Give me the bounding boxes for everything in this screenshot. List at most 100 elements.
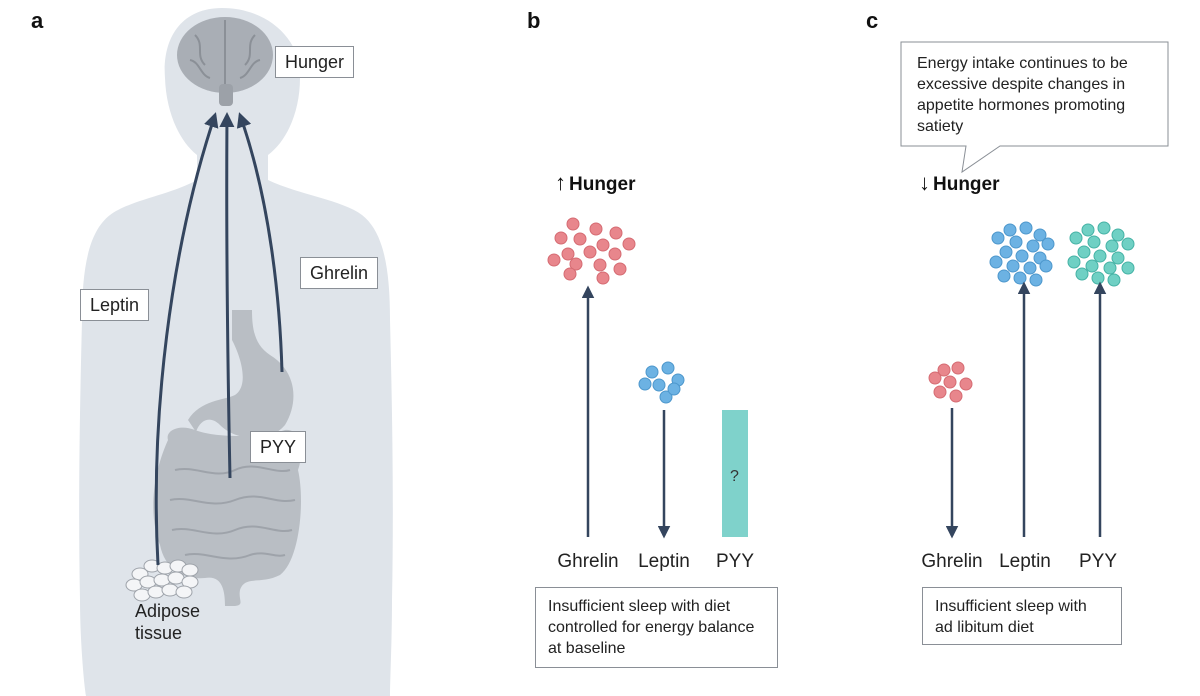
- ghrelin-particle: [596, 238, 610, 252]
- panel-a-letter: a: [31, 8, 44, 33]
- ghrelin-callout: Ghrelin: [300, 257, 379, 289]
- panel-c-letter: c: [866, 8, 879, 33]
- panel-c-pyy-cluster: [1067, 221, 1135, 287]
- panel-b-ghrelin-cluster: [547, 217, 636, 285]
- panel-b-letter: b: [527, 8, 541, 33]
- pyy-particle: [1087, 235, 1101, 249]
- brain-icon: [177, 17, 273, 106]
- ghrelin-particle: [561, 247, 575, 261]
- pyy-particle: [1103, 261, 1117, 275]
- ghrelin-particle: [566, 217, 580, 231]
- signal-arrows: [154, 112, 284, 566]
- pyy-particle: [1105, 239, 1119, 253]
- ghrelin-particle: [613, 262, 627, 276]
- pyy-particle: [1093, 249, 1107, 263]
- hunger-up-arrow-icon: ↑: [555, 170, 566, 195]
- leptin-callout: Leptin: [80, 289, 150, 321]
- leptin-particle: [997, 269, 1011, 283]
- ghrelin-particle: [937, 363, 951, 377]
- ghrelin-particle: [589, 222, 603, 236]
- pyy-callout: PYY: [250, 431, 307, 463]
- adipose-cell: [181, 563, 199, 577]
- pyy-particle: [1081, 223, 1095, 237]
- leptin-signal-arrow: [154, 112, 219, 566]
- panel-b-hunger-label: Hunger: [569, 174, 636, 195]
- leptin-particle: [638, 377, 652, 391]
- ghrelin-particle: [951, 361, 965, 375]
- panel-c-speech-text: Energy intake continues to be excessive …: [917, 55, 1128, 135]
- leptin-particle: [652, 378, 666, 392]
- leptin-particle: [1015, 249, 1029, 263]
- ghrelin-particle: [622, 237, 636, 251]
- leptin-particle: [1029, 273, 1043, 287]
- panel-c-leptin-cluster: [989, 221, 1055, 287]
- leptin-particle: [1006, 259, 1020, 273]
- panel-b-hunger-heading: ↑Hunger: [555, 170, 636, 196]
- panel-c-hunger-label: Hunger: [933, 174, 1000, 195]
- ghrelin-signal-arrow: [236, 112, 284, 373]
- panel-b-pyy-unknown-bar: [722, 410, 748, 537]
- ghrelin-particle: [547, 253, 561, 267]
- panel-c-hunger-heading: ↓Hunger: [919, 170, 1000, 196]
- panel-c-hormone-pyy: PYY: [1078, 551, 1118, 572]
- ghrelin-particle: [943, 375, 957, 389]
- leptin-particle: [991, 231, 1005, 245]
- ghrelin-particle: [608, 247, 622, 261]
- pyy-particle: [1121, 261, 1135, 275]
- leptin-particle: [661, 361, 675, 375]
- leptin-particle: [989, 255, 1003, 269]
- panel-c-speech-bubble: [900, 41, 1169, 174]
- ghrelin-particle: [933, 385, 947, 399]
- leptin-particle: [1026, 239, 1040, 253]
- leptin-particle: [1009, 235, 1023, 249]
- ghrelin-particle: [569, 257, 583, 271]
- ghrelin-particle: [554, 231, 568, 245]
- panel-b-hormone-ghrelin: Ghrelin: [557, 551, 619, 572]
- pyy-particle: [1111, 251, 1125, 265]
- ghrelin-particle: [609, 226, 623, 240]
- leptin-particle: [1039, 259, 1053, 273]
- ghrelin-particle: [583, 245, 597, 259]
- ghrelin-particle: [563, 267, 577, 281]
- panel-c-hormone-leptin: Leptin: [999, 551, 1051, 572]
- leptin-particle: [1003, 223, 1017, 237]
- panel-c-caption: Insufficient sleep with ad libitum diet: [922, 587, 1122, 645]
- hunger-down-arrow-icon: ↓: [919, 170, 930, 195]
- ghrelin-particle: [593, 258, 607, 272]
- ghrelin-particle: [596, 271, 610, 285]
- panel-b-leptin-cluster: [638, 361, 685, 404]
- panel-b-pyy-unknown-mark: ?: [730, 468, 739, 485]
- leptin-particle: [1033, 228, 1047, 242]
- ghrelin-particle: [928, 371, 942, 385]
- leptin-particle: [645, 365, 659, 379]
- leptin-particle: [659, 390, 673, 404]
- pyy-particle: [1069, 231, 1083, 245]
- leptin-particle: [999, 245, 1013, 259]
- pyy-particle: [1111, 228, 1125, 242]
- pyy-particle: [1091, 271, 1105, 285]
- panel-b-caption: Insufficient sleep with diet controlled …: [535, 587, 778, 668]
- leptin-particle: [1013, 271, 1027, 285]
- panel-b-hormone-pyy: PYY: [715, 551, 755, 572]
- leptin-particle: [1041, 237, 1055, 251]
- pyy-particle: [1107, 273, 1121, 287]
- leptin-particle: [667, 382, 681, 396]
- pyy-particle: [1075, 267, 1089, 281]
- panel-c-hormone-ghrelin: Ghrelin: [921, 551, 983, 572]
- adipose-tissue-label: Adipose tissue: [135, 601, 201, 643]
- leptin-particle: [1019, 221, 1033, 235]
- adipose-cell: [175, 585, 193, 599]
- adipose-cell: [147, 585, 165, 599]
- adipose-cell: [161, 583, 179, 597]
- adipose-tissue-icon: [125, 559, 199, 602]
- pyy-particle: [1067, 255, 1081, 269]
- intestines-icon: [153, 427, 302, 606]
- hunger-callout: Hunger: [275, 46, 355, 78]
- ghrelin-particle: [949, 389, 963, 403]
- pyy-signal-arrow: [219, 112, 235, 479]
- ghrelin-particle: [573, 232, 587, 246]
- pyy-particle: [1085, 259, 1099, 273]
- pyy-particle: [1121, 237, 1135, 251]
